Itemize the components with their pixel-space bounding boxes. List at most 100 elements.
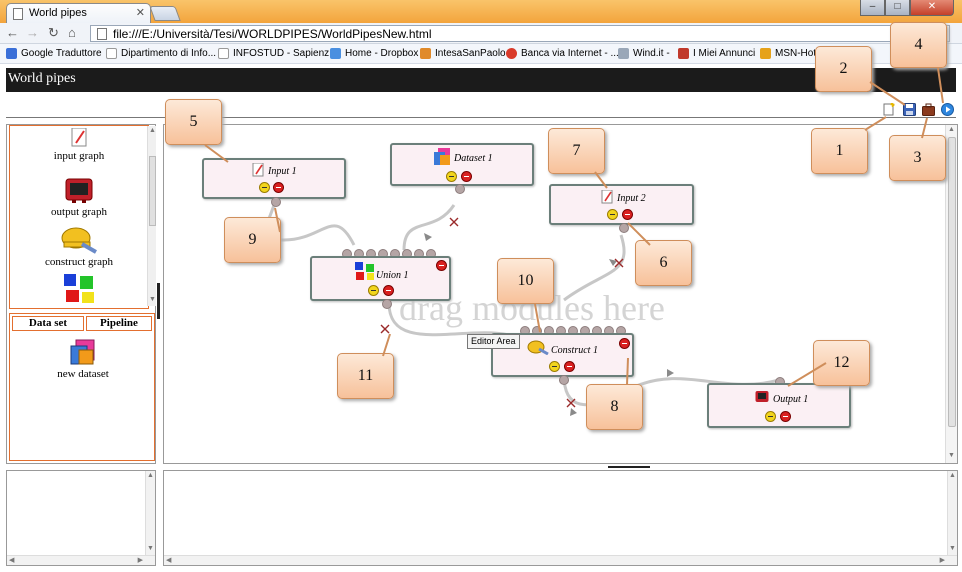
tab-pipeline[interactable]: Pipeline [86,316,152,331]
msn-icon [760,48,771,59]
settings-icon[interactable] [368,285,379,296]
callout-1: 1 [811,128,868,174]
module-input-1[interactable]: Input 1 [202,158,346,199]
tab-data-set[interactable]: Data set [12,316,84,331]
bookmark-infostud[interactable]: INFOSTUD - Sapienz... [218,48,337,59]
bookmark-google-traduttore[interactable]: Google Traduttore [6,48,102,59]
palette-item-output-graph[interactable]: output graph [10,176,148,218]
input-graph-icon [252,162,264,182]
home-icon[interactable]: ⌂ [68,25,76,40]
page-icon [106,48,117,59]
output-port[interactable] [382,299,392,309]
save-icon[interactable] [903,103,916,116]
bookmark-dipartimento[interactable]: Dipartimento di Info... [106,48,216,59]
browser-tab[interactable]: World pipes ✕ [6,3,151,23]
bookmark-intesa[interactable]: IntesaSanPaolo [420,48,506,59]
forward-icon[interactable]: → [26,25,39,40]
vertical-scrollbar[interactable]: ▲ ▼ [947,471,957,555]
back-icon[interactable]: ← [6,25,19,40]
tab-title: World pipes [29,7,87,19]
bank-icon [506,48,517,59]
maximize-button[interactable]: □ [885,0,910,16]
page-icon [97,28,107,40]
palette-item-input-graph[interactable]: input graph [10,127,148,162]
tooltip: Editor Area [467,334,520,349]
module-input-2[interactable]: Input 2 [549,184,694,225]
panel-splitter[interactable] [608,466,650,468]
new-tab-button[interactable] [149,6,181,21]
window-close-button[interactable]: ✕ [910,0,954,16]
close-tab-icon[interactable]: ✕ [135,7,145,19]
module-title: Dataset 1 [454,153,493,164]
module-union-1[interactable]: Union 1 [310,256,451,301]
bookmark-wind[interactable]: Wind.it - [618,48,670,59]
bookmark-msn[interactable]: MSN-Hot [760,48,816,59]
add-port-icon[interactable] [436,260,447,271]
bookmark-dropbox[interactable]: Home - Dropbox [330,48,418,59]
callout-9: 9 [224,217,281,263]
editor-area[interactable]: drag modules here Input 1 Dataset 1 Inpu… [163,124,958,464]
callout-3: 3 [889,135,946,181]
module-title: Union 1 [376,270,409,281]
callout-5: 5 [165,99,222,145]
callout-7: 7 [548,128,605,174]
settings-icon[interactable] [549,361,560,372]
address-bar[interactable]: file:///E:/Università/Tesi/WORLDPIPES/Wo… [90,25,950,42]
horizontal-scrollbar[interactable]: ◀ ▶ [164,555,957,565]
browser-titlebar: World pipes ✕ – □ ✕ [0,0,962,23]
delete-icon[interactable] [780,411,791,422]
settings-icon[interactable] [446,171,457,182]
delete-icon[interactable] [273,182,284,193]
editor-scrollbar[interactable]: ▲ ▼ [945,125,957,463]
wind-icon [618,48,629,59]
add-port-icon[interactable] [619,338,630,349]
bookmark-annunci[interactable]: I Miei Annunci [678,48,755,59]
bookmark-banca[interactable]: Banca via Internet - ... [506,48,619,59]
horizontal-scrollbar[interactable]: ◀ ▶ [7,555,155,565]
palette-scrollbar[interactable]: ▲ ▼ [147,126,156,306]
run-icon[interactable] [941,103,954,116]
callout-8: 8 [586,384,643,430]
module-title: Construct 1 [551,345,598,356]
module-title: Input 2 [617,193,646,204]
union-input-ports [342,249,450,259]
palette-item-new-dataset[interactable]: new dataset [10,338,156,380]
page-icon [218,48,229,59]
module-palette: input graph output graph construct graph… [6,124,156,464]
settings-icon[interactable] [765,411,776,422]
settings-icon[interactable] [607,209,618,220]
output-port[interactable] [271,197,281,207]
callout-4: 4 [890,22,947,68]
palette-item-construct-graph[interactable]: construct graph [10,224,148,268]
dropbox-icon [330,48,341,59]
pipe-input2-construct [563,234,626,302]
delete-icon[interactable] [622,209,633,220]
new-file-icon[interactable] [883,102,896,116]
delete-icon[interactable] [461,171,472,182]
pipe-dataset-union [402,204,456,251]
output-port[interactable] [619,223,629,233]
module-output-1[interactable]: Output 1 [707,383,851,428]
delete-icon[interactable] [383,285,394,296]
output-port[interactable] [559,375,569,385]
vertical-scrollbar[interactable]: ▲ ▼ [145,471,155,555]
minimize-button[interactable]: – [860,0,885,16]
input-graph-icon [70,127,88,148]
callout-11: 11 [337,353,394,399]
settings-icon[interactable] [259,182,270,193]
delete-icon[interactable] [564,361,575,372]
output-port[interactable] [455,184,465,194]
divider [6,117,956,118]
bottom-right-panel: ▲ ▼ ◀ ▶ [163,470,958,566]
module-dataset-1[interactable]: Dataset 1 [390,143,534,186]
palette-item-union[interactable] [10,272,148,306]
scissors-icons [380,217,624,408]
output-graph-icon [755,390,769,408]
panel-splitter[interactable] [157,283,160,319]
reload-icon[interactable]: ↻ [48,25,59,40]
briefcase-icon[interactable] [922,103,935,116]
module-title: Output 1 [773,394,809,405]
module-list[interactable]: input graph output graph construct graph [9,125,149,309]
scroll-thumb[interactable] [948,137,956,427]
scroll-thumb[interactable] [149,156,156,226]
